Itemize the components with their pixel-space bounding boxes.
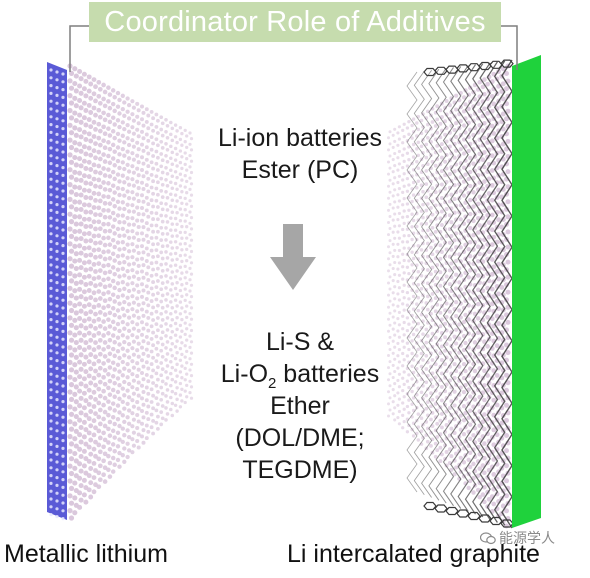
banner-title: Coordinator Role of Additives [89,2,501,42]
li-o2-main: Li-O [220,360,269,388]
banner-connector-right [501,25,518,70]
bottom-text-line-4: (DOL/DME; [235,424,365,452]
watermark: 能源学人 [480,528,555,548]
left-molecule-array [67,63,194,521]
watermark-text: 能源学人 [499,530,555,546]
top-electrolyte-text: Li-ion batteries Ester (PC) [170,122,430,186]
graphite-caption: Li intercalated graphite [287,540,540,568]
bottom-text-line-2: Li-O2 batteries [170,358,430,392]
graphite-hexagon-mesh [406,59,514,529]
lithium-slab-atoms [49,68,65,521]
chat-bubble-icon [480,531,496,544]
li-o2-rest: batteries [276,360,380,388]
graphite-green-slab [512,55,541,528]
bottom-text-line-1: Li-S & [265,328,335,356]
li-o2-subscript: 2 [268,375,277,392]
metallic-lithium-caption: Metallic lithium [4,540,168,568]
banner-connector-left [69,25,89,72]
bottom-text-line-5: TEGDME) [242,456,358,484]
bottom-text-line-3: Ether [270,392,330,420]
down-arrow [270,224,316,290]
top-text-line-1: Li-ion batteries [218,124,382,152]
top-text-line-2: Ester (PC) [241,156,359,184]
bottom-electrolyte-text: Li-S & Li-O2 batteries Ether (DOL/DME; T… [170,326,430,486]
